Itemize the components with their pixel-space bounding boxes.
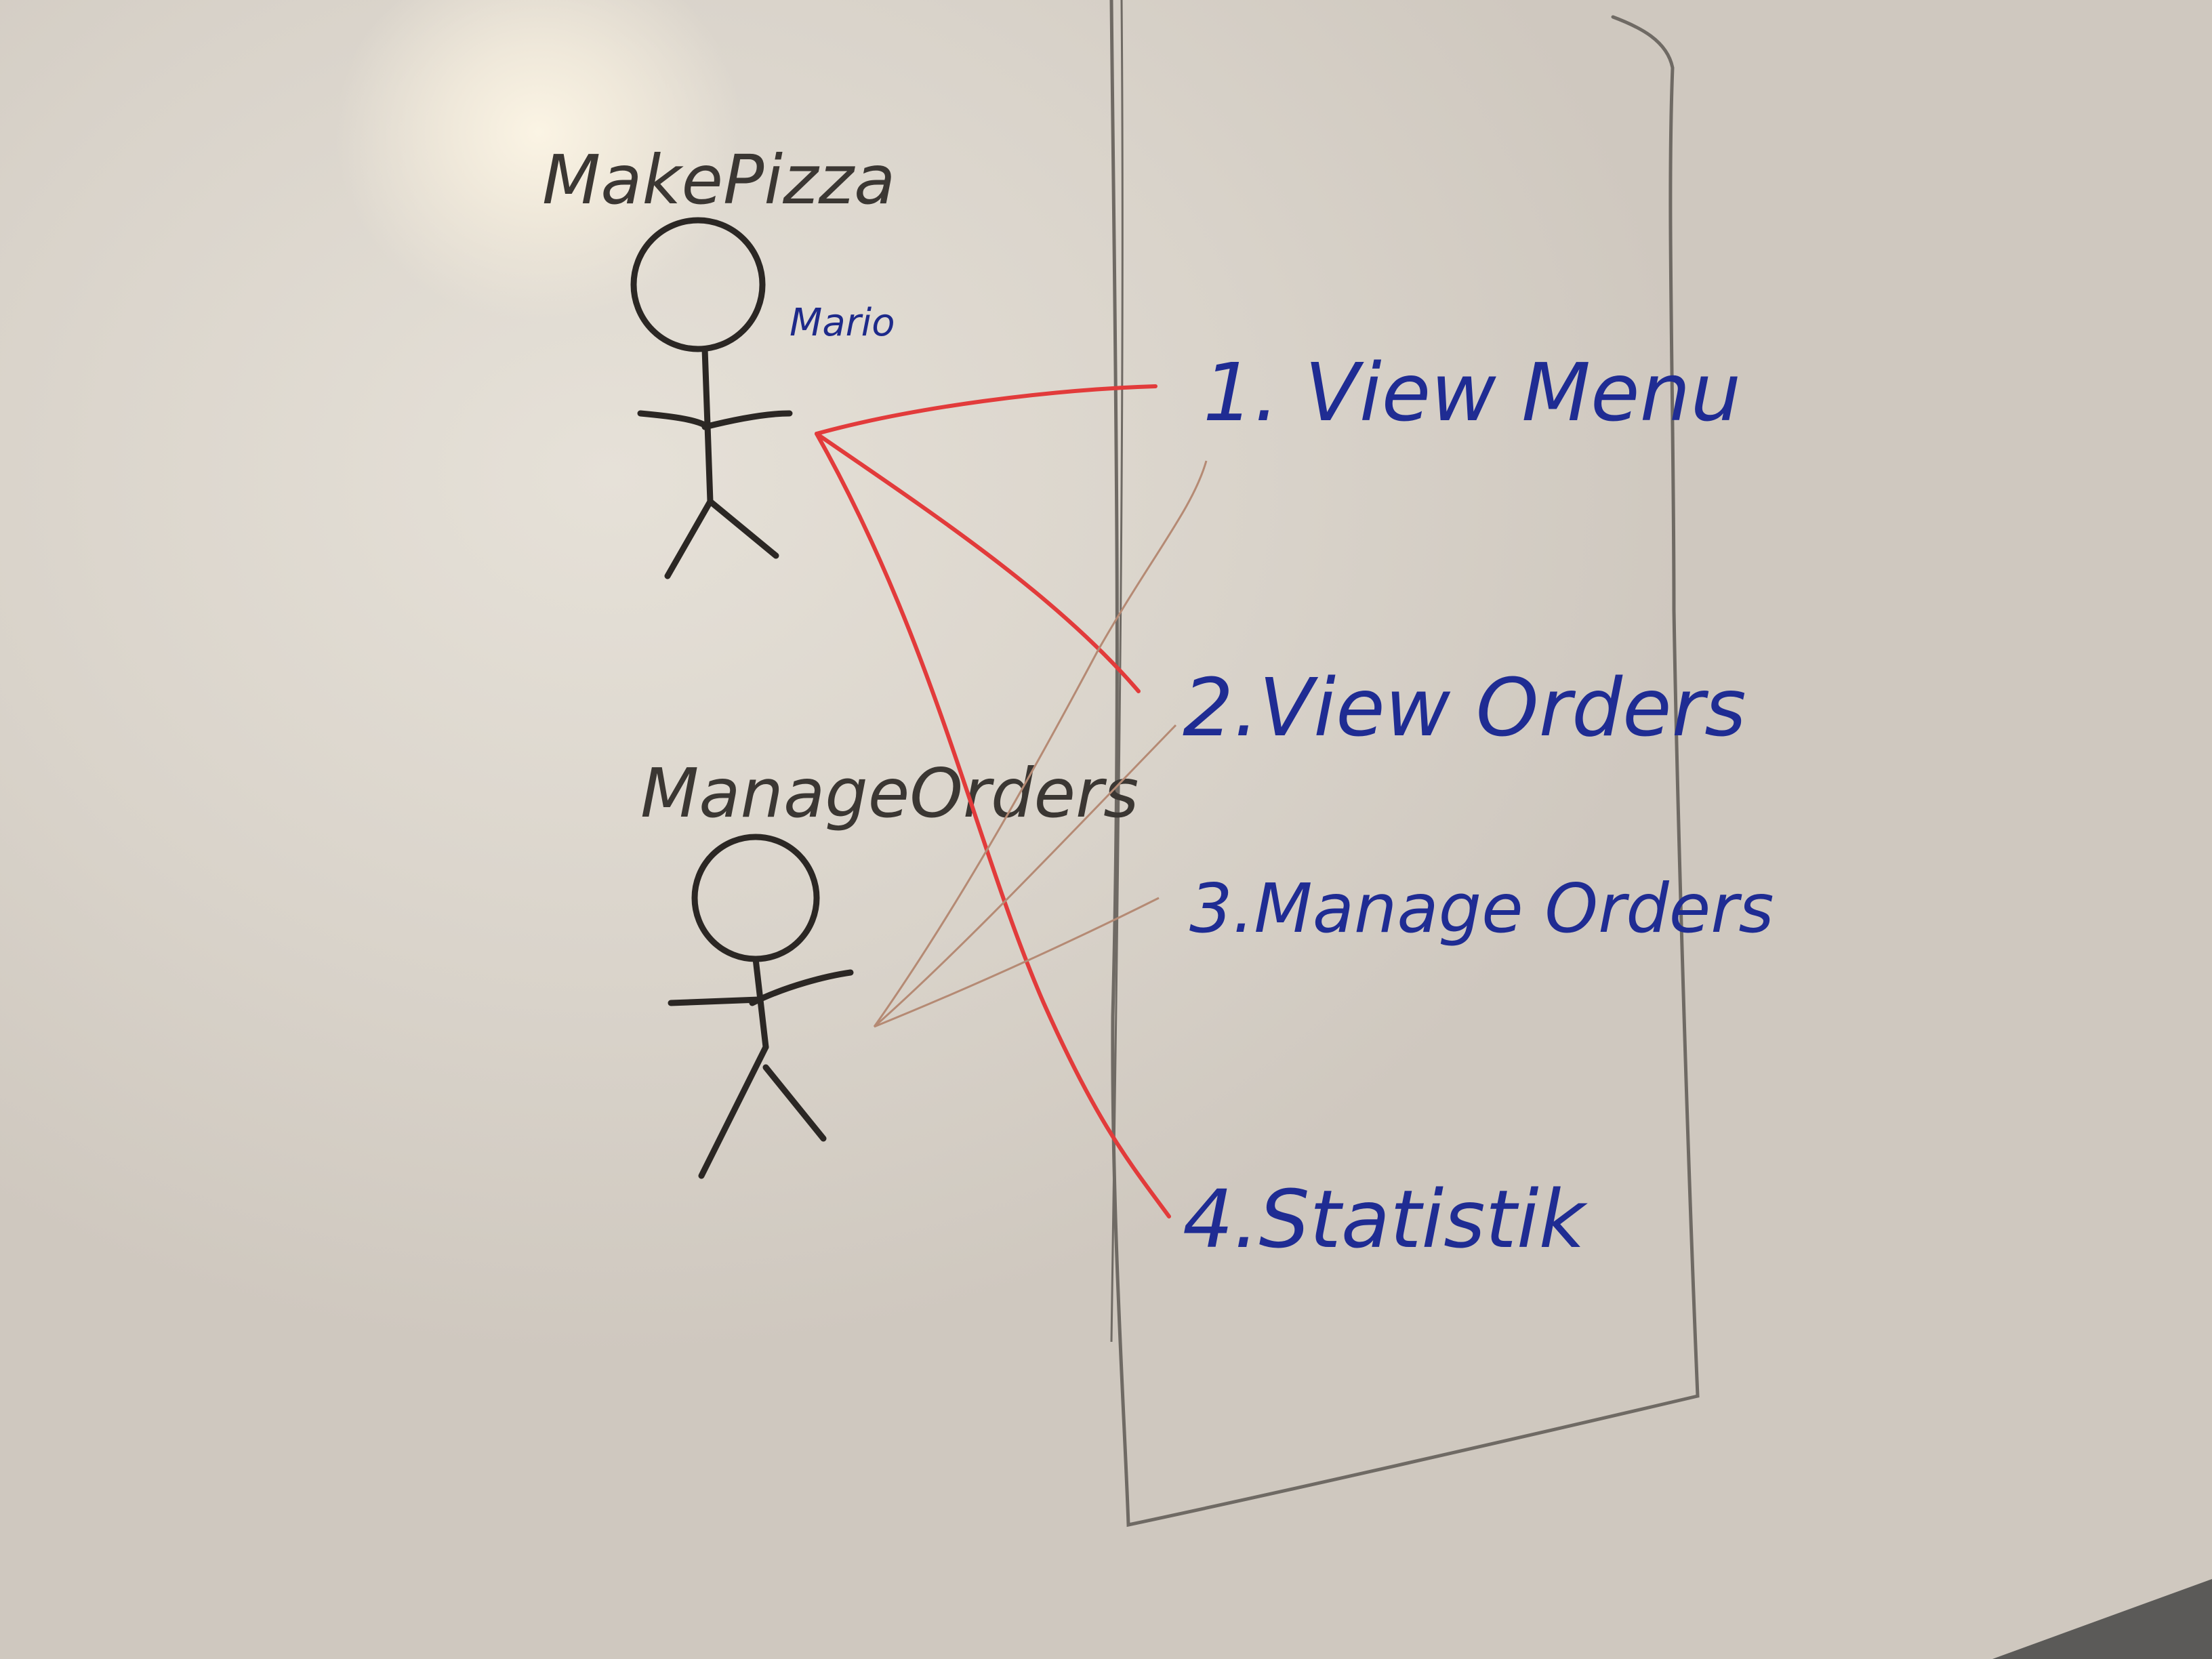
system-boundary — [1109, 0, 1700, 1528]
connection-manage-orders-view-menu — [873, 460, 1208, 1027]
use-case-view-orders: 2.View Orders — [1183, 661, 1746, 754]
board-edge — [1992, 1579, 2212, 1659]
actor-arms — [668, 969, 854, 1006]
connection-make-pizza-view-menu — [815, 384, 1158, 436]
actor-head — [691, 834, 820, 962]
actor-title: ManageOrders — [640, 754, 1139, 833]
connection-make-pizza-statistik — [815, 432, 1171, 1218]
actor-head — [630, 217, 766, 352]
connection-manage-orders-manage-orders — [874, 897, 1160, 1028]
use-case-manage-orders: 3.Manage Orders — [1189, 869, 1774, 948]
actor-make-pizza: MakePizza Mario — [542, 140, 895, 579]
actor-body — [752, 956, 769, 1050]
actor-manage-orders: ManageOrders — [640, 754, 1139, 1179]
actor-legs — [698, 1044, 827, 1179]
use-case-statistik: 4.Statistik — [1183, 1172, 1589, 1266]
actor-name: Mario — [790, 301, 895, 345]
connection-manage-orders-view-orders — [874, 724, 1177, 1028]
actor-arms — [637, 410, 793, 430]
actor-legs — [664, 498, 779, 579]
connection-make-pizza-view-orders — [815, 432, 1141, 693]
actor-title: MakePizza — [542, 140, 895, 220]
system-boundary-inner-edge — [1110, 0, 1124, 1343]
use-case-view-menu: 1. View Menu — [1203, 346, 1741, 439]
